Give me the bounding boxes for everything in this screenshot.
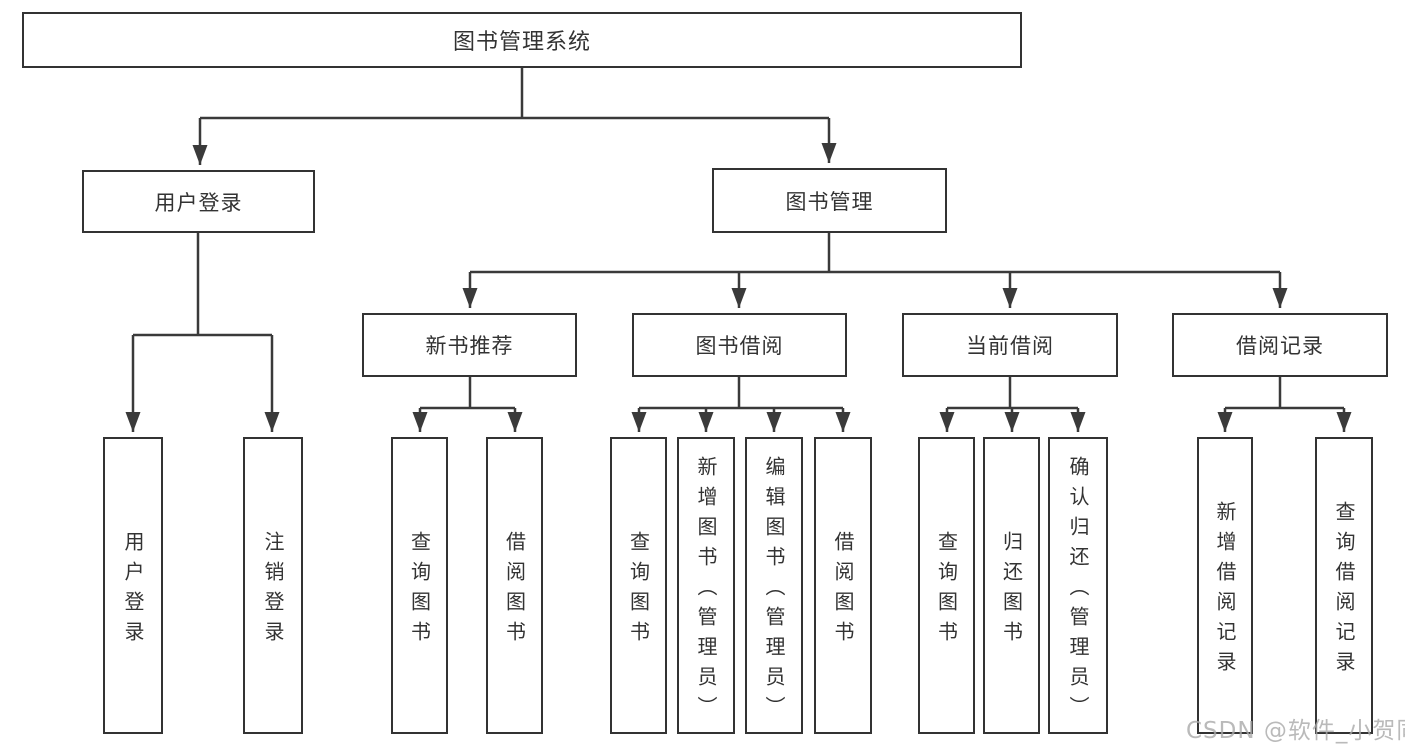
node-label: 注销登录 bbox=[261, 530, 285, 651]
node-book-borrow: 图书借阅 bbox=[632, 313, 847, 377]
node-borrow-records: 借阅记录 bbox=[1172, 313, 1388, 377]
node-label: 新增借阅记录 bbox=[1213, 500, 1237, 681]
csdn-watermark: CSDN @软件_小贺同学 bbox=[1186, 718, 1405, 744]
leaf-borrow-books-2: 借阅图书 bbox=[814, 437, 872, 734]
leaf-query-books-1: 查询图书 bbox=[391, 437, 448, 734]
node-book-management: 图书管理 bbox=[712, 168, 947, 233]
node-label: 查询借阅记录 bbox=[1332, 500, 1356, 681]
node-label: 查询图书 bbox=[626, 530, 651, 651]
node-label: 归还图书 bbox=[999, 530, 1024, 651]
node-label: 查询图书 bbox=[407, 530, 432, 651]
leaf-confirm-return-admin: 确认归还（管理员） bbox=[1048, 437, 1108, 734]
node-label: 借阅图书 bbox=[502, 530, 527, 651]
leaf-borrow-books-1: 借阅图书 bbox=[486, 437, 543, 734]
leaf-query-books-2: 查询图书 bbox=[610, 437, 667, 734]
leaf-edit-book-admin: 编辑图书（管理员） bbox=[745, 437, 803, 734]
node-library-management-system: 图书管理系统 bbox=[22, 12, 1022, 68]
node-label: 借阅图书 bbox=[831, 530, 855, 651]
node-label: 借阅记录 bbox=[1236, 334, 1324, 358]
leaf-query-borrow-record: 查询借阅记录 bbox=[1315, 437, 1373, 734]
node-label: 用户登录 bbox=[154, 190, 243, 215]
node-label: 确认归还（管理员） bbox=[1066, 455, 1090, 726]
leaf-add-book-admin: 新增图书（管理员） bbox=[677, 437, 735, 734]
node-label: 图书管理 bbox=[785, 189, 874, 214]
node-new-book-recommend: 新书推荐 bbox=[362, 313, 577, 377]
leaf-add-borrow-record: 新增借阅记录 bbox=[1197, 437, 1253, 734]
node-label: 新增图书（管理员） bbox=[694, 455, 718, 726]
node-label: 图书借阅 bbox=[695, 334, 784, 358]
leaf-logout: 注销登录 bbox=[243, 437, 303, 734]
node-label: 图书管理系统 bbox=[452, 30, 591, 55]
node-label: 当前借阅 bbox=[966, 334, 1054, 358]
leaf-user-login: 用户登录 bbox=[103, 437, 163, 734]
node-user-login-branch: 用户登录 bbox=[82, 170, 315, 233]
leaf-query-books-3: 查询图书 bbox=[918, 437, 975, 734]
leaf-return-books: 归还图书 bbox=[983, 437, 1040, 734]
node-current-borrow: 当前借阅 bbox=[902, 313, 1118, 377]
node-label: 编辑图书（管理员） bbox=[762, 455, 786, 726]
node-label: 查询图书 bbox=[934, 530, 959, 651]
node-label: 新书推荐 bbox=[425, 334, 514, 358]
node-label: 用户登录 bbox=[121, 530, 145, 651]
